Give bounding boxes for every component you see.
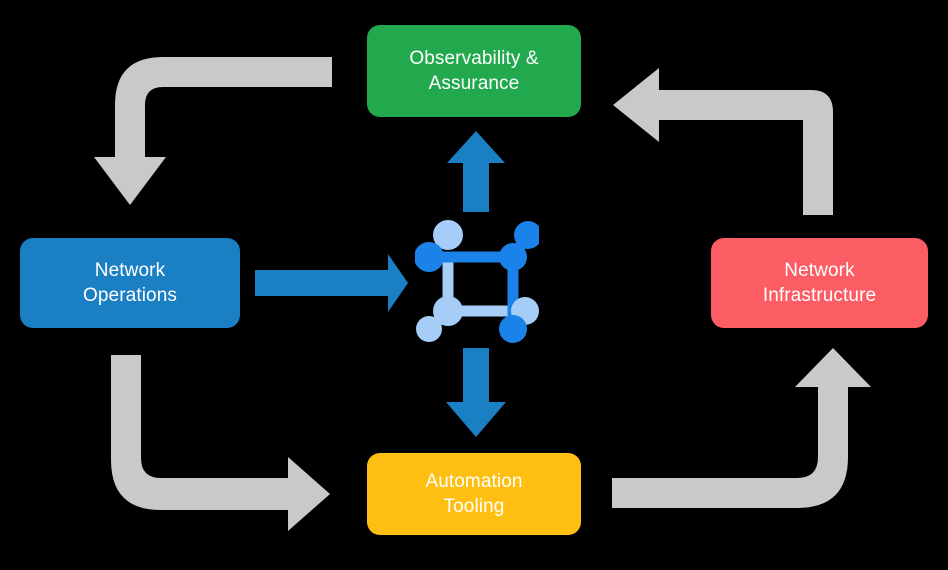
node-observability-label: Observability & Assurance (409, 47, 539, 94)
arrow-network-operations-to-automation-tooling (111, 355, 330, 531)
arrow-observability-to-network-operations (94, 57, 332, 205)
node-observability-assurance[interactable]: Observability & Assurance (367, 25, 581, 117)
node-network-operations-label: Network Operations (83, 259, 177, 306)
arrow-network-operations-to-center (255, 254, 408, 312)
network-topology-icon (415, 220, 539, 343)
node-automation-tooling[interactable]: Automation Tooling (367, 453, 581, 535)
node-network-infrastructure-label: Network Infrastructure (762, 259, 877, 306)
arrow-automation-tooling-to-network-infrastructure (612, 348, 871, 508)
node-network-operations[interactable]: Network Operations (20, 238, 240, 328)
node-automation-tooling-label: Automation Tooling (425, 470, 523, 517)
arrow-center-to-automation-tooling (446, 348, 506, 437)
node-network-infrastructure[interactable]: Network Infrastructure (711, 238, 928, 328)
arrow-center-to-observability (447, 131, 505, 212)
arrow-network-infrastructure-to-observability (613, 68, 833, 215)
